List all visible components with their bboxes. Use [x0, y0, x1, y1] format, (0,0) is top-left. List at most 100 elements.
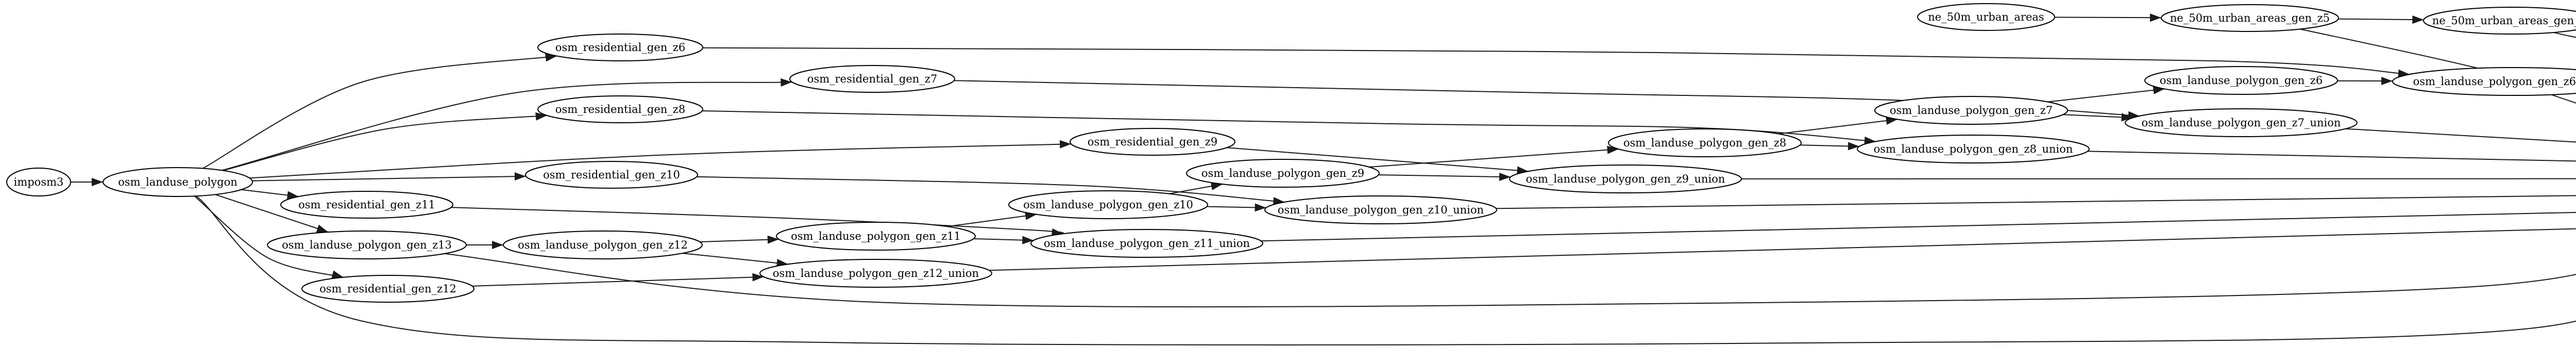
node-label-ne-50m-urban-areas: ne_50m_urban_areas [1928, 11, 2044, 23]
node-shape-osm-residential-gen-z10 [525, 161, 698, 189]
node-osm-landuse-polygon-gen-z11-union: osm_landuse_polygon_gen_z11_union [1030, 229, 1263, 258]
node-label-osm-residential-gen-z11: osm_residential_gen_z11 [298, 199, 435, 211]
node-osm-landuse-polygon-gen-z7: osm_landuse_polygon_gen_z7 [1874, 96, 2068, 125]
node-shape-osm-residential-gen-z12 [301, 275, 474, 303]
node-shape-osm-residential-gen-z9 [1070, 128, 1235, 156]
node-osm-landuse-polygon-gen-z7-union: osm_landuse_polygon_gen_z7_union [2125, 108, 2358, 137]
node-label-osm-landuse-polygon-gen-z13: osm_landuse_polygon_gen_z13 [282, 239, 452, 251]
node-osm-residential-gen-z9: osm_residential_gen_z9 [1070, 128, 1235, 156]
node-osm-landuse-polygon-gen-z10-union: osm_landuse_polygon_gen_z10_union [1264, 195, 1497, 224]
edge-osm-residential-gen-z8-to-osm-landuse-polygon-gen-z8-union [702, 110, 1876, 145]
node-ne-50m-urban-areas-gen-z4: ne_50m_urban_areas_gen_z4 [2423, 7, 2576, 35]
edge-osm-landuse-polygon-gen-z9-to-osm-landuse-polygon-gen-z8 [1369, 145, 1619, 168]
edge-osm-landuse-polygon-gen-z12-union-to-layer-landuse-z12 [989, 228, 2576, 271]
node-label-osm-residential-gen-z10: osm_residential_gen_z10 [543, 169, 680, 181]
node-shape-osm-landuse-polygon-gen-z8 [1608, 128, 1802, 157]
edge-ne-50m-urban-areas-gen-z5-to-layer-landuse-z5 [2300, 28, 2576, 94]
edge-osm-landuse-polygon-gen-z11-to-osm-landuse-polygon-gen-z10 [947, 211, 1037, 227]
edge-osm-residential-gen-z10-to-osm-landuse-polygon-gen-z10-union [697, 176, 1285, 206]
node-shape-ne-50m-urban-areas [1917, 3, 2055, 31]
edge-osm-landuse-polygon-gen-z9-to-osm-landuse-polygon-gen-z9-union [1378, 172, 1511, 181]
node-label-ne-50m-urban-areas-gen-z5: ne_50m_urban_areas_gen_z5 [2170, 12, 2330, 24]
node-shape-osm-landuse-polygon-gen-z7-union [2125, 108, 2358, 137]
node-label-osm-landuse-polygon-gen-z6: osm_landuse_polygon_gen_z6 [2160, 74, 2323, 87]
node-imposm3: imposm3 [6, 168, 71, 196]
node-shape-osm-landuse-polygon-gen-z10 [1008, 190, 1208, 219]
node-shape-osm-landuse-polygon-gen-z13 [267, 231, 467, 259]
node-shape-osm-landuse-polygon-gen-z8-union [1857, 135, 2090, 163]
node-ne-50m-urban-areas: ne_50m_urban_areas [1917, 3, 2055, 31]
edge-osm-residential-gen-z9-to-osm-landuse-polygon-gen-z9-union [1227, 147, 1529, 175]
node-label-osm-landuse-polygon-gen-z7-union: osm_landuse_polygon_gen_z7_union [2142, 117, 2341, 129]
node-label-osm-landuse-polygon-gen-z12: osm_landuse_polygon_gen_z12 [518, 239, 688, 251]
node-shape-ne-50m-urban-areas-gen-z4 [2423, 7, 2576, 35]
node-osm-landuse-polygon-gen-z12-union: osm_landuse_polygon_gen_z12_union [759, 259, 992, 288]
edge-osm-landuse-polygon-gen-z12-to-osm-landuse-polygon-gen-z11 [700, 235, 779, 244]
node-shape-imposm3 [6, 168, 71, 196]
node-shape-osm-landuse-polygon-gen-z6 [2144, 66, 2338, 95]
node-shape-osm-residential-gen-z8 [537, 95, 703, 123]
node-shape-osm-residential-gen-z7 [789, 65, 955, 93]
node-label-osm-landuse-polygon-gen-z9: osm_landuse_polygon_gen_z9 [1201, 167, 1364, 179]
edge-osm-residential-gen-z6-to-osm-landuse-polygon-gen-z6-union [702, 47, 2410, 78]
node-shape-osm-landuse-polygon-gen-z12-union [759, 259, 992, 288]
node-label-osm-landuse-polygon-gen-z9-union: osm_landuse_polygon_gen_z9_union [1526, 173, 1725, 185]
node-label-osm-landuse-polygon: osm_landuse_polygon [118, 176, 238, 188]
node-osm-landuse-polygon-gen-z8-union: osm_landuse_polygon_gen_z8_union [1857, 135, 2090, 163]
node-shape-osm-landuse-polygon-gen-z12 [503, 231, 703, 259]
node-label-osm-landuse-polygon-gen-z6-union: osm_landuse_polygon_gen_z6_union [2413, 75, 2576, 88]
node-shape-osm-landuse-polygon-gen-z10-union [1264, 195, 1497, 224]
edge-osm-landuse-polygon-gen-z10-to-osm-landuse-polygon-gen-z10-union [1207, 203, 1266, 212]
edge-osm-landuse-polygon-gen-z13-to-layer-landuse-z13 [444, 253, 2576, 308]
node-shape-osm-landuse-polygon [103, 167, 253, 197]
node-label-osm-landuse-polygon-gen-z11: osm_landuse_polygon_gen_z11 [791, 230, 961, 242]
node-label-osm-landuse-polygon-gen-z8-union: osm_landuse_polygon_gen_z8_union [1874, 143, 2073, 155]
node-shape-osm-landuse-polygon-gen-z11-union [1030, 229, 1263, 258]
node-shape-osm-landuse-polygon-gen-z11 [776, 222, 976, 251]
node-shape-osm-landuse-polygon-gen-z7 [1874, 96, 2068, 125]
edge-osm-landuse-polygon-gen-z7-to-osm-landuse-polygon-gen-z7-union [2063, 113, 2133, 122]
edge-osm-landuse-polygon-gen-z11-to-osm-landuse-polygon-gen-z11-union [973, 236, 1034, 244]
node-label-osm-landuse-polygon-gen-z10: osm_landuse_polygon_gen_z10 [1023, 199, 1193, 211]
edge-ne-50m-urban-areas-gen-z4-to-layer-landuse-z4 [2553, 31, 2576, 38]
node-label-osm-landuse-polygon-gen-z11-union: osm_landuse_polygon_gen_z11_union [1044, 237, 1250, 250]
edge-ne-50m-urban-areas-gen-z5-to-ne-50m-urban-areas-gen-z4 [2338, 15, 2424, 24]
node-osm-landuse-polygon-gen-z9-union: osm_landuse_polygon_gen_z9_union [1509, 164, 1742, 193]
node-label-osm-residential-gen-z8: osm_residential_gen_z8 [555, 103, 685, 116]
edge-osm-landuse-polygon-to-osm-residential-gen-z10 [252, 172, 526, 182]
edge-osm-landuse-polygon-to-osm-residential-gen-z9 [249, 140, 1072, 179]
edge-osm-landuse-polygon-gen-z10-union-to-layer-landuse-z10 [1496, 195, 2576, 209]
node-osm-landuse-polygon-gen-z13: osm_landuse_polygon_gen_z13 [267, 231, 467, 259]
edge-osm-landuse-polygon-to-osm-residential-gen-z11 [241, 189, 299, 200]
node-label-osm-landuse-polygon-gen-z12-union: osm_landuse_polygon_gen_z12_union [773, 267, 979, 279]
edge-osm-landuse-polygon-gen-z8-to-osm-landuse-polygon-gen-z8-union [1800, 142, 1860, 151]
node-label-osm-landuse-polygon-gen-z7: osm_landuse_polygon_gen_z7 [1890, 104, 2053, 117]
edge-osm-landuse-polygon-gen-z12-to-osm-landuse-polygon-gen-z12-union [682, 253, 788, 267]
node-label-osm-landuse-polygon-gen-z10-union: osm_landuse_polygon_gen_z10_union [1278, 204, 1484, 216]
node-osm-residential-gen-z11: osm_residential_gen_z11 [280, 191, 453, 219]
edge-osm-landuse-polygon-to-osm-landuse-polygon-gen-z13 [215, 194, 329, 233]
node-osm-landuse-polygon: osm_landuse_polygon [103, 167, 253, 197]
node-osm-residential-gen-z12: osm_residential_gen_z12 [301, 275, 474, 303]
node-label-ne-50m-urban-areas-gen-z4: ne_50m_urban_areas_gen_z4 [2432, 14, 2576, 27]
node-osm-landuse-polygon-gen-z11: osm_landuse_polygon_gen_z11 [776, 222, 976, 251]
edge-osm-landuse-polygon-to-layer-landuse-z14+ [196, 195, 2576, 345]
node-osm-landuse-polygon-gen-z8: osm_landuse_polygon_gen_z8 [1608, 128, 1802, 157]
node-osm-landuse-polygon-gen-z12: osm_landuse_polygon_gen_z12 [503, 231, 703, 259]
node-label-osm-landuse-polygon-gen-z8: osm_landuse_polygon_gen_z8 [1623, 137, 1786, 149]
node-osm-residential-gen-z10: osm_residential_gen_z10 [525, 161, 698, 189]
node-label-imposm3: imposm3 [14, 176, 64, 188]
node-shape-osm-landuse-polygon-gen-z6-union [2392, 67, 2576, 96]
node-shape-osm-residential-gen-z6 [537, 34, 703, 61]
node-label-osm-residential-gen-z7: osm_residential_gen_z7 [807, 73, 937, 85]
node-osm-landuse-polygon-gen-z6: osm_landuse_polygon_gen_z6 [2144, 66, 2338, 95]
node-label-osm-residential-gen-z6: osm_residential_gen_z6 [555, 41, 685, 54]
edge-osm-landuse-polygon-gen-z7-to-osm-landuse-polygon-gen-z6 [2047, 86, 2165, 103]
node-osm-landuse-polygon-gen-z10: osm_landuse_polygon_gen_z10 [1008, 190, 1208, 219]
edge-osm-landuse-polygon-gen-z8-to-osm-landuse-polygon-gen-z7 [1778, 117, 1898, 135]
edge-osm-landuse-polygon-to-osm-residential-gen-z8 [223, 112, 547, 171]
node-osm-residential-gen-z7: osm_residential_gen_z7 [789, 65, 955, 93]
edge-osm-landuse-polygon-gen-z7-union-to-layer-landuse-z7 [2345, 128, 2576, 143]
